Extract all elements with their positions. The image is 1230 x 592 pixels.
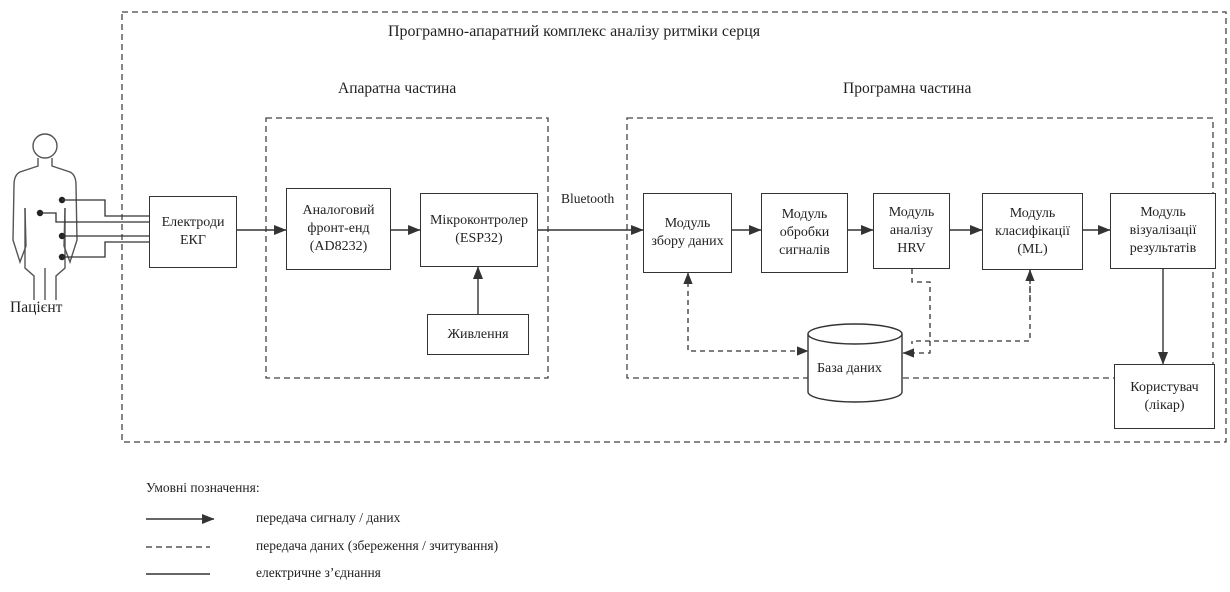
process-module-box: Модуль обробки сигналів xyxy=(761,193,848,273)
dashed-classify-db xyxy=(911,270,1031,344)
database-cylinder-icon xyxy=(807,323,903,403)
afe-box: Аналоговий фронт-енд (AD8232) xyxy=(286,188,391,270)
legend-solid-line-text: електричне з’єднання xyxy=(256,565,381,580)
legend-dashed-text: передача даних (збереження / зчитування) xyxy=(256,538,499,553)
patient-label: Пацієнт xyxy=(10,299,63,316)
hardware-section-label: Апаратна частина xyxy=(338,80,457,97)
dashed-collect-db xyxy=(683,272,809,356)
user-box: Користувач (лікар) xyxy=(1114,364,1215,429)
bluetooth-label: Bluetooth xyxy=(561,191,615,206)
system-frame xyxy=(121,11,1227,443)
legend-solid-arrow-text: передача сигналу / даних xyxy=(256,510,401,525)
hrv-module-box: Модуль аналізу HRV xyxy=(873,193,950,269)
classify-module-box: Модуль класифікації (ML) xyxy=(982,193,1083,270)
hardware-frame xyxy=(265,117,549,379)
visualize-module-box: Модуль візуалізації результатів xyxy=(1110,193,1216,269)
collect-module-box: Модуль збору даних xyxy=(643,193,732,273)
dashed-hrv-db xyxy=(902,269,931,358)
electrode-wires xyxy=(40,199,150,258)
power-box: Живлення xyxy=(427,314,529,355)
electrode-dots xyxy=(36,196,66,261)
software-section-label: Програмна частина xyxy=(843,80,972,97)
legend-title: Умовні позначення: xyxy=(146,480,260,495)
mcu-box: Мікроконтролер (ESP32) xyxy=(420,193,538,267)
database-label: База даних xyxy=(817,361,882,376)
diagram-title: Програмно-апаратний комплекс аналізу рит… xyxy=(388,23,761,40)
electrodes-box: Електроди ЕКГ xyxy=(149,196,237,268)
patient-figure-icon xyxy=(12,133,78,300)
